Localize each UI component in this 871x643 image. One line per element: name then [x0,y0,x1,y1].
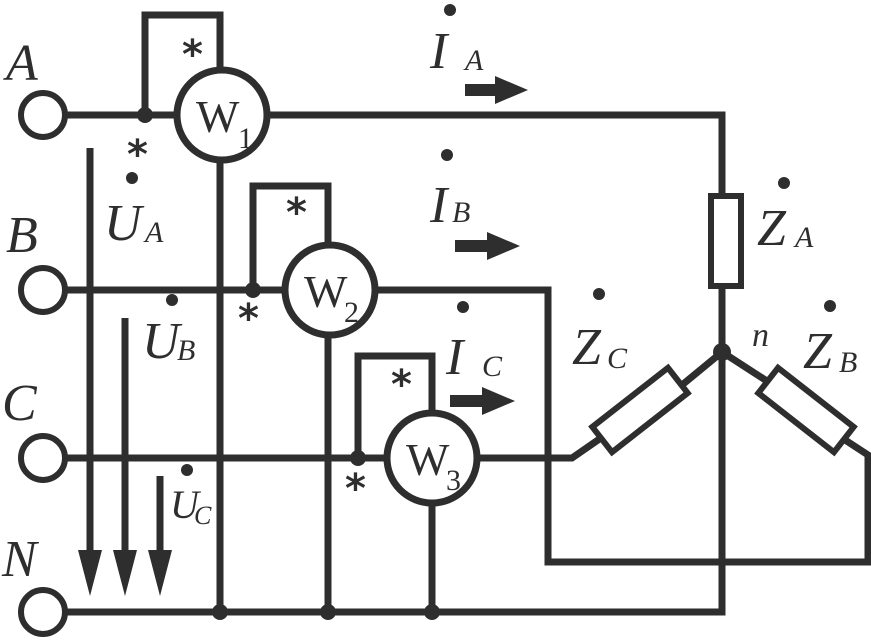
impedance-zc [588,363,692,457]
terminal-a [18,90,68,140]
impedance-zb [754,363,858,457]
zb-symbol: Z [803,323,833,380]
uc-arrow-head [148,550,172,596]
junction-w1-current [137,107,153,123]
polarity-marks: * * * * * * [127,32,412,512]
w1-current-coil-loop [141,11,224,119]
ic-subscript: C [482,350,503,383]
ub-symbol: U [142,313,183,370]
junction-w3-current [350,450,366,466]
w3-index: 3 [446,464,461,497]
w1-letter: W [196,91,240,142]
terminal-c [18,433,68,483]
junction-w2-current [245,282,261,298]
ia-subscript: A [463,44,484,77]
wattmeter-w2: W 2 [281,241,379,339]
ic-arrow [450,387,515,415]
w1-current-star: * [127,132,148,178]
ib-subscript: B [452,196,470,229]
current-arrows [450,76,528,415]
terminals [18,90,68,637]
w3-current-coil-loop [354,352,436,462]
current-labels: I A I B I C [429,23,503,386]
w2-index: 2 [344,296,359,329]
zb-subscript: B [839,346,857,379]
uc-symbol: U [170,482,202,527]
ib-symbol: I [429,177,450,234]
ia-arrow [465,76,528,104]
zc-subscript: C [607,342,628,375]
line-c-wire [64,435,603,462]
voltage-arrows [78,148,172,596]
junction-dots [137,107,731,620]
ua-arrow-head [78,550,102,596]
phasor-dots [126,4,836,476]
ic-symbol: I [445,329,466,386]
ia-symbol: I [429,23,450,80]
w1-index: 1 [238,122,253,155]
w2-current-star: * [238,296,259,342]
neutral-wire [64,348,726,616]
terminal-b [18,265,68,315]
zc-symbol: Z [572,319,602,376]
voltage-labels: U A U B U C [104,195,212,530]
junction-neutral-point [713,343,731,361]
terminal-n [18,587,68,637]
junction-n-w2 [320,604,336,620]
ua-subscript: A [143,216,164,249]
junction-n-w3 [424,604,440,620]
impedance-za [708,193,744,289]
w3-voltage-star: * [391,362,412,408]
neutral-point-label: n [752,317,769,354]
w3-letter: W [406,434,450,485]
ib-arrow [455,232,520,260]
label-b: B [6,207,38,264]
terminal-labels: A B C N [1,35,40,588]
uc-subscript: C [194,501,212,530]
ub-subscript: B [177,334,195,367]
wattmeter-w1: W 1 [173,66,271,164]
w2-letter: W [304,266,348,317]
label-a: A [3,35,38,92]
line-a-wire [64,111,726,199]
wires [64,11,871,616]
junction-n-w1 [212,604,228,620]
label-c: C [2,375,38,432]
ub-arrow-head [113,550,137,596]
w3-current-star: * [345,466,366,512]
w2-current-coil-loop [249,182,332,294]
za-symbol: Z [757,200,787,257]
ua-symbol: U [104,195,145,252]
w1-voltage-star: * [182,32,203,78]
zb-upper-lead [717,347,775,388]
w2-voltage-star: * [286,190,307,236]
impedance-labels: Z A Z C Z B n [572,200,857,380]
za-subscript: A [793,221,814,254]
label-n: N [1,531,40,588]
wattmeter-w3: W 3 [383,409,481,507]
